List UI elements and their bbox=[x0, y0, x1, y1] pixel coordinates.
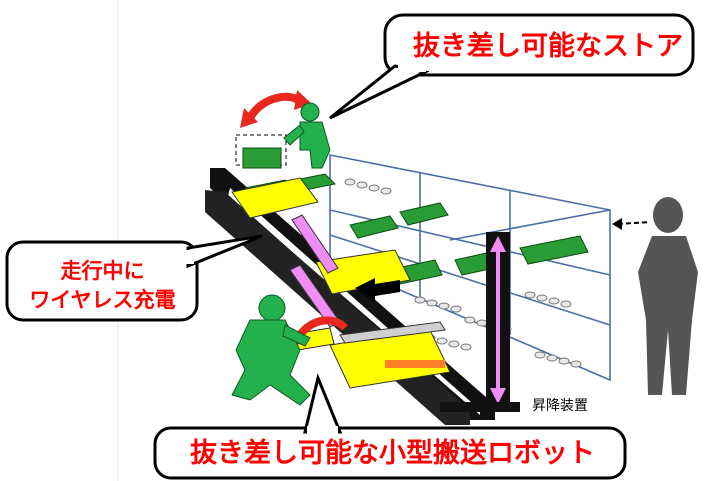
swap-arrow-top-tail bbox=[240, 108, 258, 128]
callout-store-bubble bbox=[383, 13, 695, 77]
wireless-callout-line1: 走行中に bbox=[60, 259, 145, 283]
lift-label: 昇降装置 bbox=[532, 398, 588, 414]
lift-channels bbox=[289, 214, 341, 328]
wheel-rollers bbox=[344, 178, 582, 368]
transport-robots bbox=[231, 177, 451, 389]
callout-robot-tail bbox=[303, 373, 343, 434]
lift-device bbox=[440, 232, 520, 412]
worker-figure-top bbox=[283, 102, 331, 169]
callout-store-tail bbox=[329, 64, 430, 120]
callout-wireless-bubble bbox=[5, 240, 199, 322]
wireless-callout-line2: ワイヤレス充電 bbox=[29, 288, 176, 312]
sightline-dash bbox=[617, 221, 651, 225]
callout-robot-bubble bbox=[153, 426, 627, 480]
callout-wireless-tail-mask bbox=[182, 250, 194, 264]
worker-figure-bottom bbox=[231, 294, 311, 406]
travel-arrow-icon bbox=[355, 278, 400, 302]
swap-arrow-bottom-icon bbox=[296, 316, 349, 338]
sightline-arrow-icon bbox=[612, 218, 622, 230]
robot-callout-text: 抜き差し可能な小型搬送ロボット bbox=[190, 438, 595, 469]
store-callout-text: 抜き差し可能なストア bbox=[413, 31, 683, 62]
callout-robot-tail-mask bbox=[307, 426, 338, 436]
callout-store-tail-mask bbox=[398, 62, 426, 72]
observer-figure bbox=[638, 197, 698, 395]
swap-arrow-top-icon bbox=[246, 92, 304, 121]
